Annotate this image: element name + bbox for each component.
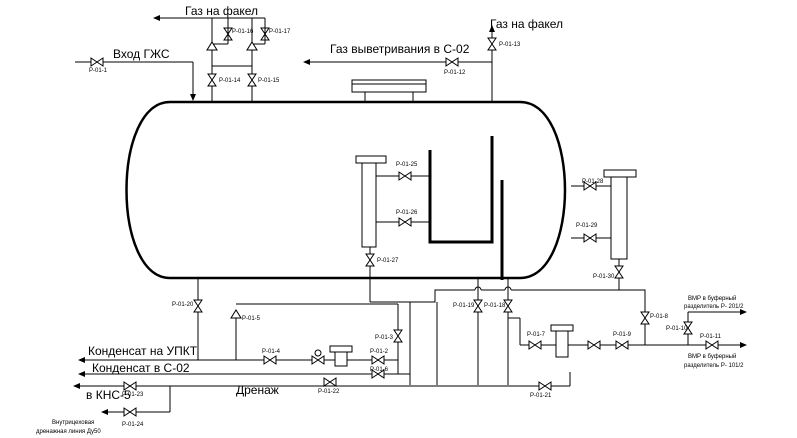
valve-label-p01-4: Р-01-4 <box>262 349 281 355</box>
valve-label-p01-30: Р-01-30 <box>593 274 615 280</box>
internal-drain-arrow <box>101 409 108 415</box>
condensate-s02-arrow <box>78 371 85 377</box>
valve-p01-5-icon[interactable] <box>230 309 242 319</box>
weathering-gas-arrow <box>303 59 310 65</box>
valve-label-p01-3: Р-01-3 <box>375 335 394 341</box>
level-gauge-right-cap <box>603 169 637 178</box>
valve-label-p01-1: Р-01-1 <box>89 68 108 74</box>
internal-drain-label-2: дренажная линия Ду50 <box>36 429 101 435</box>
control-valve-upkt[interactable] <box>311 355 325 365</box>
condensate-upkt-label: Конденсат на УПКТ <box>88 344 198 358</box>
internal-drain-label-1: Внутрицеховая <box>52 420 94 426</box>
level-gauge-left <box>361 162 377 248</box>
valve-p01-27[interactable] <box>365 253 375 267</box>
valve-label-p01-26: Р-01-26 <box>396 210 418 216</box>
vmr-p1012-label-1: ВМР в буферный <box>688 353 736 360</box>
valve-label-p01-20: Р-01-20 <box>172 302 194 308</box>
gas-flare-right-label: Газ на факел <box>490 17 563 31</box>
separator-vessel <box>125 100 567 280</box>
psv-1-icon[interactable] <box>206 41 218 51</box>
internal-weir-baffle <box>428 136 494 244</box>
drain-header-hop-2 <box>504 286 512 291</box>
valve-label-p01-2: Р-01-2 <box>370 349 389 355</box>
valve-label-p01-11: Р-01-11 <box>700 334 722 340</box>
valve-label-p01-16: Р-01-16 <box>232 29 254 35</box>
valve-label-p01-29: Р-01-29 <box>576 223 598 229</box>
flare-arrow-right <box>489 25 495 32</box>
valve-p01-11[interactable] <box>705 340 719 350</box>
vmr-p2012-label-2: разделитель Р- 201/2 <box>684 304 744 310</box>
valve-label-p01-21: Р-01-21 <box>530 393 552 399</box>
valve-p01-22[interactable] <box>323 377 337 387</box>
valve-label-p01-22: Р-01-22 <box>318 389 340 395</box>
valve-label-p01-9: Р-01-9 <box>613 332 632 338</box>
valve-label-p01-6: Р-01-6 <box>370 367 389 373</box>
drainage-label: Дренаж <box>236 383 279 397</box>
condensate-upkt-arrow <box>78 357 85 363</box>
inlet-arrow <box>190 94 196 101</box>
valve-label-p01-15: Р-01-15 <box>258 78 280 84</box>
gas-flare-left-label: Газ на факел <box>185 4 258 18</box>
valve-p01-19[interactable] <box>473 299 483 313</box>
flare-arrow-left <box>153 15 160 21</box>
valve-p01-14[interactable] <box>207 73 217 87</box>
valve-p01-26[interactable] <box>398 217 412 227</box>
valve-p01-8[interactable] <box>640 311 650 325</box>
flowmeter-vmr-cap <box>550 324 574 332</box>
control-valve-upkt-actuator <box>314 349 322 357</box>
valve-label-p01-19: Р-01-19 <box>453 303 475 309</box>
psv-2-icon[interactable] <box>246 41 258 51</box>
flowmeter-upkt-cap <box>329 345 353 353</box>
flowmeter-vmr <box>555 330 569 358</box>
level-gauge-left-cap <box>355 155 387 164</box>
valve-label-p01-18: Р-01-18 <box>484 303 506 309</box>
valve-p01-25[interactable] <box>398 171 412 181</box>
valve-p01-4[interactable] <box>263 355 277 365</box>
valve-label-p01-7: Р-01-7 <box>527 332 546 338</box>
vmr-p1012-arrow <box>740 342 747 348</box>
valve-p01-30[interactable] <box>614 265 624 279</box>
valve-label-p01-28: Р-01-28 <box>582 179 604 185</box>
valve-p01-9[interactable] <box>615 340 629 350</box>
weathering-gas-label: Газ выветривания в С-02 <box>330 42 470 56</box>
manhole-hatch <box>351 79 427 93</box>
valve-p01-29[interactable] <box>583 233 597 243</box>
inlet-gzhs-label: Вход ГЖС <box>113 47 170 61</box>
valve-p01-21[interactable] <box>538 381 552 391</box>
valve-label-p01-27: Р-01-27 <box>377 258 399 264</box>
drain-header-top <box>370 289 646 345</box>
valve-label-p01-13: Р-01-13 <box>499 42 521 48</box>
drain-header-hop-1 <box>474 286 482 291</box>
valve-label-p01-5: Р-01-5 <box>242 316 261 322</box>
valve-label-p01-23: Р-01-23 <box>122 392 144 398</box>
valve-label-p01-8: Р-01-8 <box>650 314 669 320</box>
valve-p01-20[interactable] <box>193 299 203 313</box>
valve-p01-15[interactable] <box>247 73 257 87</box>
vmr-p2012-label-1: ВМР в буферный <box>688 295 736 302</box>
valve-label-p01-17: Р-01-17 <box>269 29 291 35</box>
valve-label-p01-14: Р-01-14 <box>219 78 241 84</box>
valve-p01-2[interactable] <box>371 355 385 365</box>
condensate-s02-label: Конденсат в С-02 <box>92 361 190 375</box>
vmr-p1012-label-2: разделитель Р- 101/2 <box>684 363 744 369</box>
valve-label-p01-10: Р-01-10 <box>666 326 688 332</box>
control-valve-vmr[interactable] <box>587 340 601 350</box>
valve-label-p01-25: Р-01-25 <box>396 162 418 168</box>
kns5-arrow <box>73 383 80 389</box>
vmr-p2012-arrow <box>740 309 747 315</box>
valve-p01-13[interactable] <box>487 37 497 51</box>
valve-label-p01-12: Р-01-12 <box>444 70 466 76</box>
kns5-label: в КНС-5 <box>86 388 131 402</box>
valve-p01-1[interactable] <box>90 57 104 67</box>
level-gauge-right <box>610 176 628 260</box>
flowmeter-upkt <box>334 351 348 367</box>
valve-p01-12[interactable] <box>445 57 459 67</box>
valve-p01-24[interactable] <box>123 407 137 417</box>
valve-p01-3[interactable] <box>393 329 403 343</box>
valve-p01-7[interactable] <box>528 340 542 350</box>
valve-label-p01-24: Р-01-24 <box>122 422 144 428</box>
